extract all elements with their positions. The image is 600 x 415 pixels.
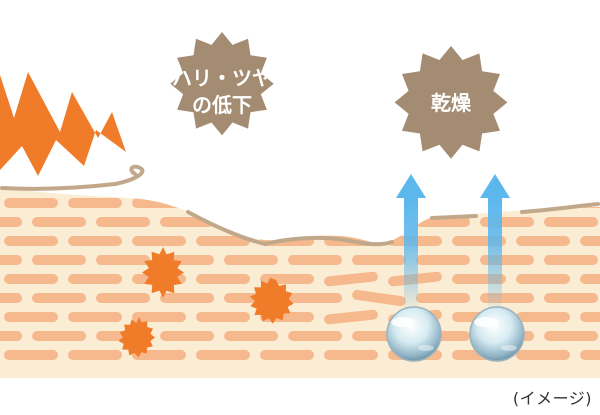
- skin-cell: [96, 255, 150, 265]
- skin-cell: [4, 350, 58, 360]
- badge-label-firmness-2: の低下: [192, 93, 252, 117]
- skin-cell: [0, 255, 22, 265]
- skin-cell: [544, 331, 598, 341]
- badge-label-firmness-1: ハリ・ツヤ: [172, 66, 272, 90]
- skin-cell: [68, 350, 122, 360]
- skin-cell: [352, 255, 406, 265]
- skin-cell: [352, 289, 406, 307]
- arrow-up-icon: [396, 174, 426, 314]
- starburst-icon: [118, 317, 155, 358]
- skin-cell: [4, 236, 58, 246]
- skin-cell: [580, 312, 600, 322]
- skin-cell: [0, 217, 22, 227]
- skin-cell: [516, 274, 570, 284]
- skin-cell: [288, 331, 342, 341]
- skin-cell: [324, 309, 378, 325]
- skin-cell: [196, 350, 250, 360]
- skin-cell: [544, 217, 598, 227]
- skin-cell: [196, 312, 250, 322]
- arrow-up-icon: [480, 174, 510, 314]
- skin-cell: [580, 236, 600, 246]
- skin-cell: [580, 350, 600, 360]
- skin-cell: [224, 217, 278, 227]
- skin-cell: [324, 271, 378, 287]
- skin-cell: [68, 236, 122, 246]
- water-droplet-icon: [469, 306, 525, 362]
- skin-cell: [416, 255, 470, 265]
- skin-cell: [324, 198, 378, 208]
- skin-cell: [4, 198, 58, 208]
- surface-line-middle: [186, 210, 394, 247]
- skin-cell: [288, 293, 342, 303]
- skin-cell: [544, 255, 598, 265]
- skin-cell: [352, 217, 406, 227]
- skin-cell: [132, 312, 186, 322]
- skin-cell: [96, 217, 150, 227]
- surface-line-right-short: [430, 214, 478, 220]
- skin-cell: [68, 274, 122, 284]
- skin-cell: [416, 217, 470, 227]
- skin-cell: [160, 331, 214, 341]
- starburst-icon: [142, 247, 184, 298]
- image-caption: (イメージ): [512, 389, 592, 408]
- skin-cell: [288, 217, 342, 227]
- skin-cell: [224, 331, 278, 341]
- skin-cell: [516, 350, 570, 360]
- skin-cell: [4, 274, 58, 284]
- skin-cell: [4, 312, 58, 322]
- skin-cell: [260, 350, 314, 360]
- spiky-badge-icon: [394, 46, 508, 159]
- lightning-burst-icon: [0, 72, 128, 176]
- skin-cell: [260, 198, 314, 208]
- spiky-badge-icon: [170, 32, 274, 136]
- skin-cell: [196, 236, 250, 246]
- skin-cell: [580, 274, 600, 284]
- skin-cell: [196, 274, 250, 284]
- skin-cell: [32, 331, 86, 341]
- skin-cell: [544, 293, 598, 303]
- skin-cell: [132, 236, 186, 246]
- skin-cell: [324, 350, 378, 360]
- skin-cell: [196, 198, 250, 208]
- skin-cell: [288, 255, 342, 265]
- surface-line-right: [520, 202, 600, 214]
- skin-cell: [68, 198, 122, 208]
- badge-label-dryness: 乾燥: [431, 91, 472, 115]
- skin-cell: [132, 198, 186, 208]
- skin-cell: [516, 312, 570, 322]
- skin-cell: [32, 293, 86, 303]
- skin-cell: [0, 331, 22, 341]
- skin-cell: [160, 293, 214, 303]
- skin-cell: [68, 312, 122, 322]
- skin-cell: [224, 255, 278, 265]
- surface-line-left: [0, 164, 145, 191]
- skin-cell: [0, 293, 22, 303]
- skin-cell: [516, 236, 570, 246]
- skin-cell: [96, 293, 150, 303]
- skin-cell: [32, 255, 86, 265]
- starburst-icon: [249, 277, 294, 324]
- skin-cell: [416, 293, 470, 303]
- water-droplet-icon: [386, 306, 442, 362]
- skin-cell: [32, 217, 86, 227]
